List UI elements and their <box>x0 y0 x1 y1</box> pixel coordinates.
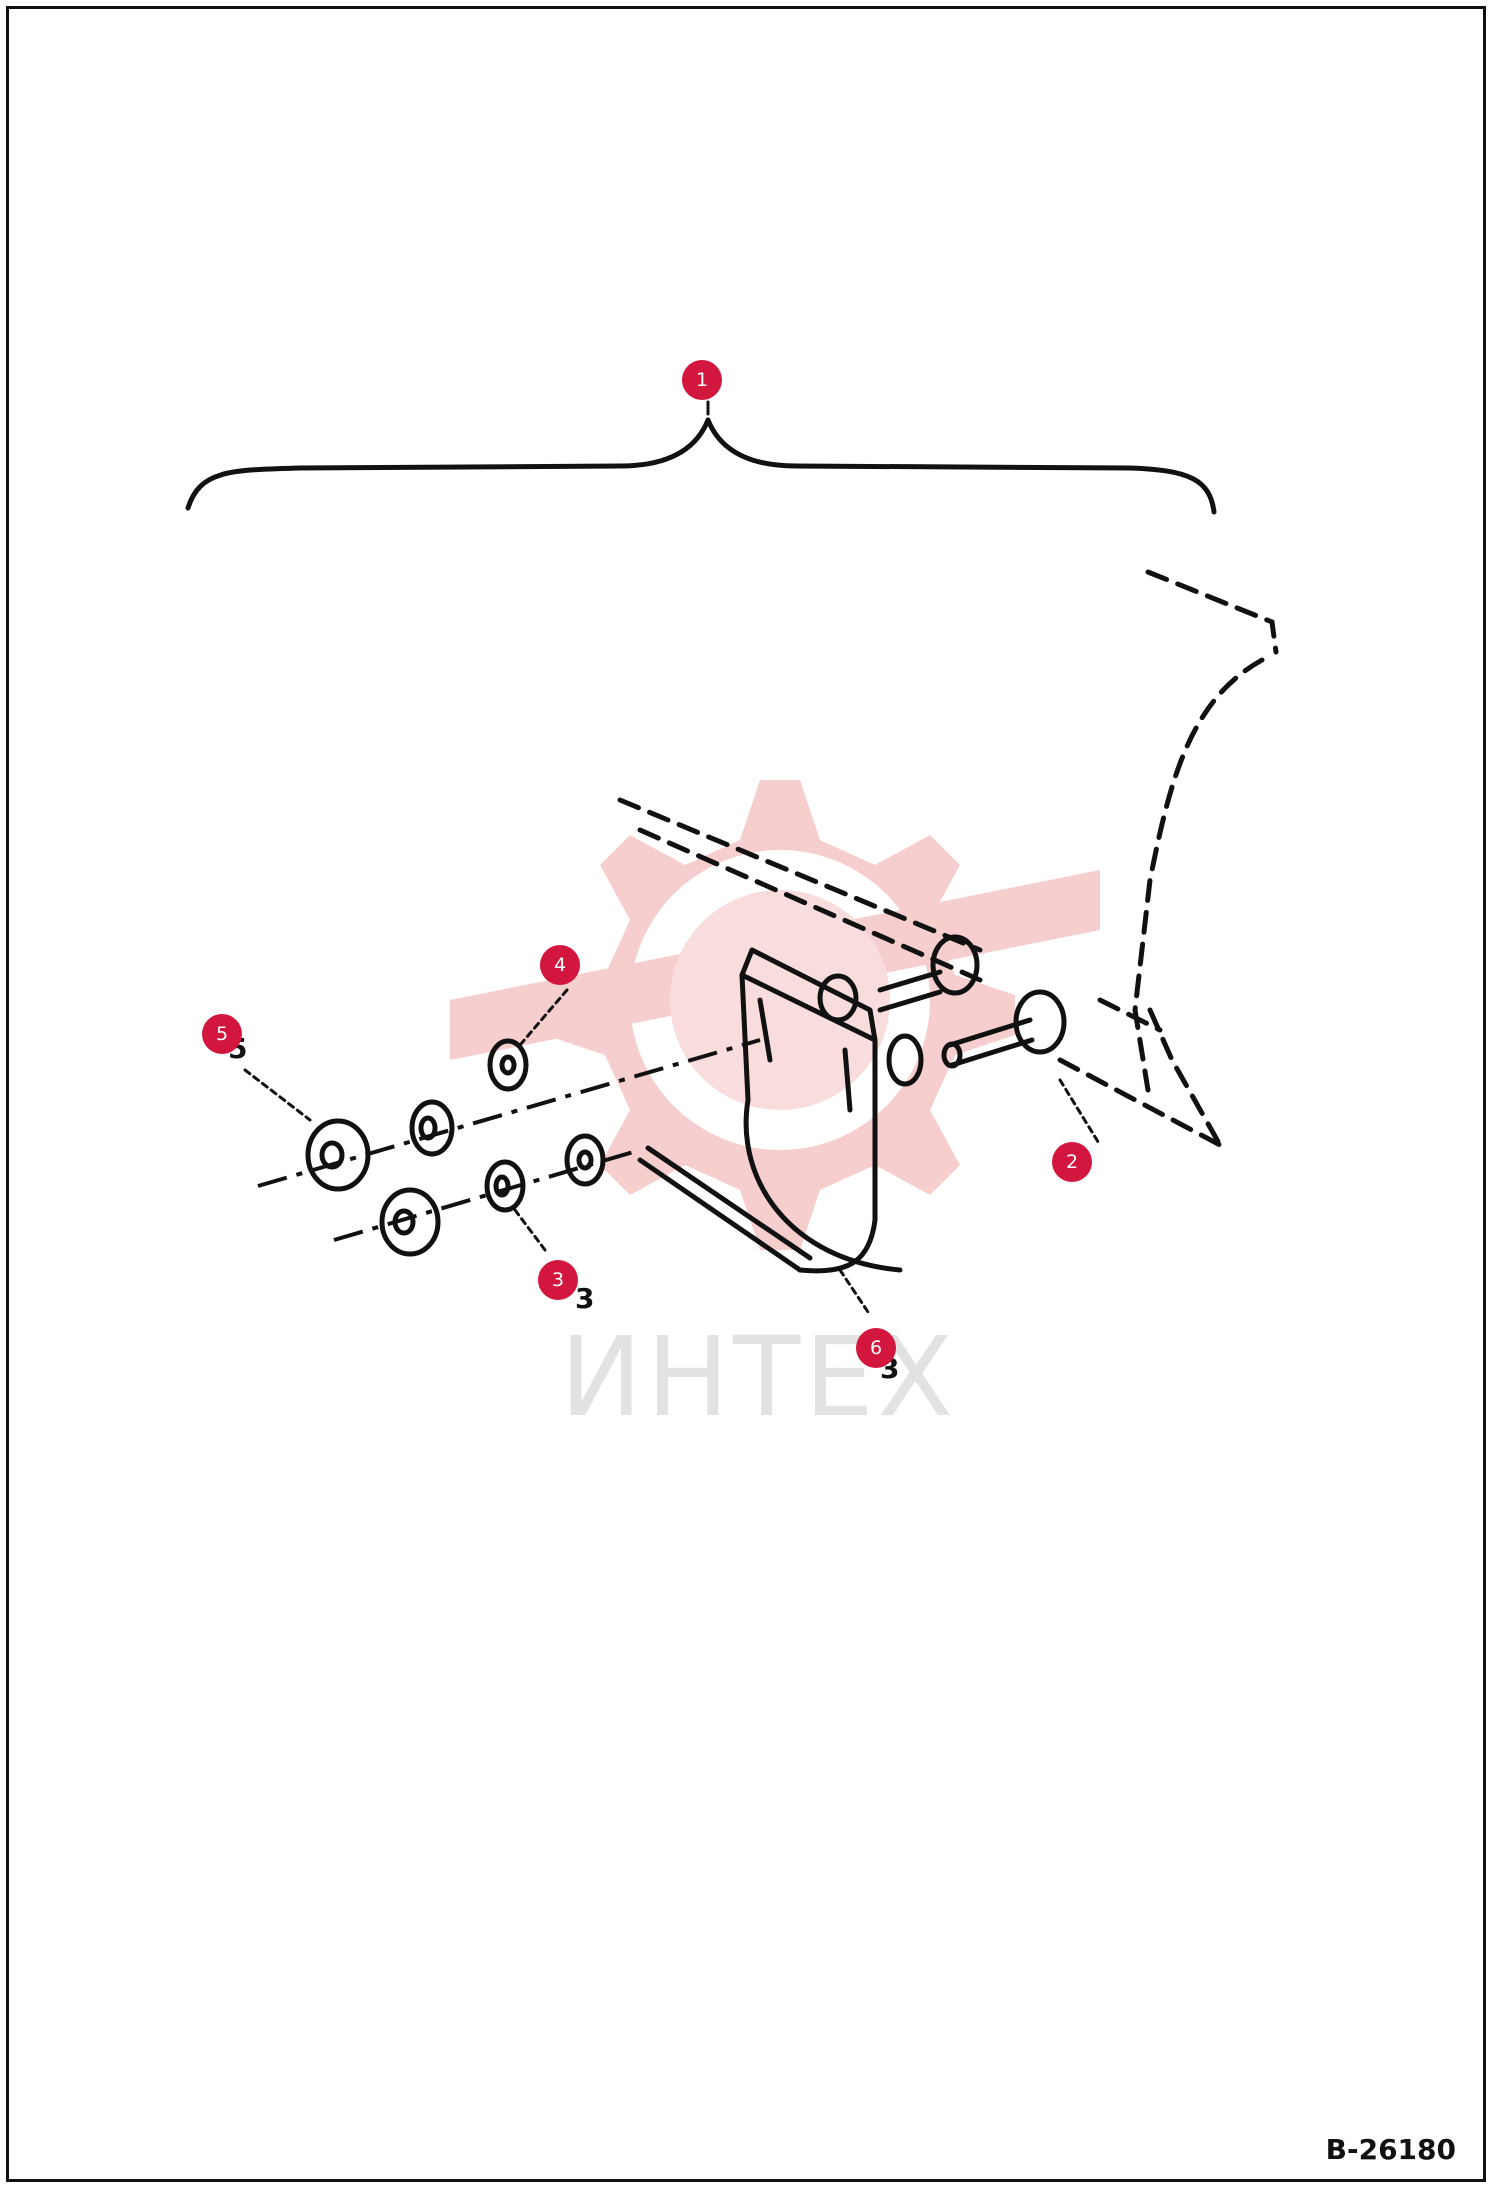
drawing-frame <box>6 6 1486 2182</box>
callout-5[interactable]: 5 <box>202 1014 242 1054</box>
nut-large-lower <box>379 1187 441 1257</box>
callout-6[interactable]: 6 <box>856 1328 896 1368</box>
flat-washer-lower <box>564 1133 606 1187</box>
callout-2[interactable]: 2 <box>1052 1142 1092 1182</box>
bolt-lower <box>941 989 1067 1069</box>
bolt-upper <box>877 934 980 1013</box>
svg-text:5: 5 <box>216 1023 228 1045</box>
stray-mark-3: 3 <box>575 1282 594 1315</box>
washer-right <box>886 1033 924 1087</box>
callout-3[interactable]: 3 <box>538 1260 578 1300</box>
callout-4[interactable]: 4 <box>540 945 580 985</box>
svg-text:2: 2 <box>1066 1151 1078 1173</box>
bracket <box>637 947 903 1274</box>
nut-large-upper <box>305 1118 371 1192</box>
svg-text:4: 4 <box>554 954 566 976</box>
watermark-gear-icon <box>450 780 1100 1250</box>
flat-washer-upper <box>487 1038 529 1092</box>
assembly-brace <box>185 417 1217 515</box>
svg-text:3: 3 <box>552 1269 564 1291</box>
lock-washer-lower <box>484 1159 526 1213</box>
svg-text:1: 1 <box>696 369 708 391</box>
svg-text:6: 6 <box>870 1337 882 1359</box>
machine-outline-dashed <box>617 569 1279 1148</box>
drawing-number: B-26180 <box>1325 2133 1456 2166</box>
callout-leaders <box>243 400 1102 1317</box>
callout-1[interactable]: 1 <box>682 360 722 400</box>
lock-washer-upper <box>409 1099 455 1157</box>
